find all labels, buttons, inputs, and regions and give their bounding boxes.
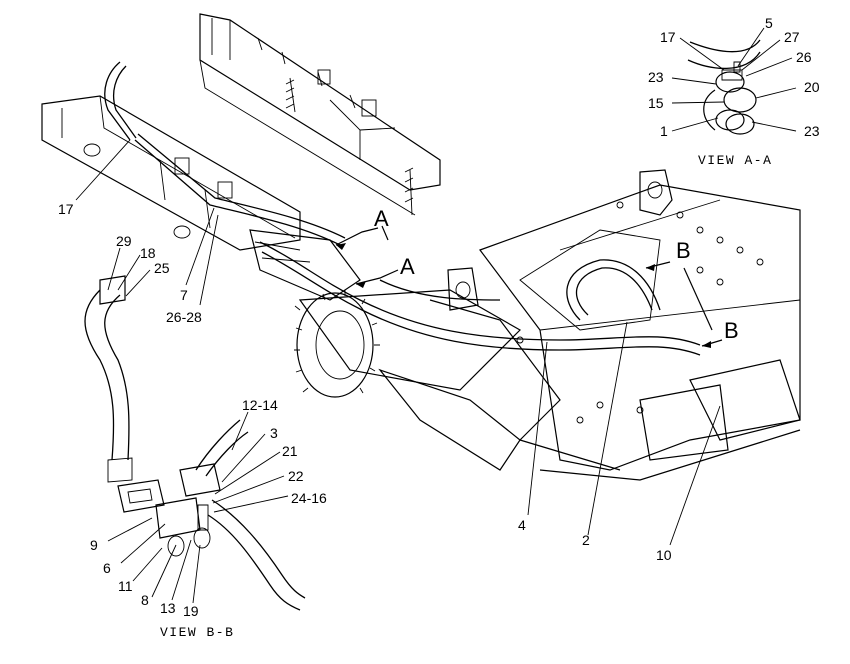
callout-24-16: 24-16 [291, 490, 327, 506]
callout-17: 17 [58, 201, 74, 217]
callout-7: 7 [180, 287, 188, 303]
callout-3: 3 [270, 425, 278, 441]
callout-9: 9 [90, 537, 98, 553]
section-arrows [335, 225, 723, 348]
caption-view-a-a: VIEW A-A [698, 153, 772, 168]
view-a-callout-26: 26 [796, 49, 812, 65]
callout-11: 11 [118, 578, 133, 594]
section-letters: A A B B [374, 206, 739, 343]
view-a-callout-23-top: 23 [648, 69, 664, 85]
callout-8: 8 [141, 592, 149, 608]
view-captions: VIEW A-A VIEW B-B [160, 153, 772, 640]
section-mark-a-upper: A [374, 206, 389, 231]
view-a-callout-17: 17 [660, 29, 676, 45]
callout-6: 6 [103, 560, 111, 576]
view-a-callout-20: 20 [804, 79, 820, 95]
swing-gear [294, 290, 380, 398]
view-a-callout-23-bottom: 23 [804, 123, 820, 139]
view-a-callout-5: 5 [765, 15, 773, 31]
callout-25: 25 [154, 260, 170, 276]
callout-29: 29 [116, 233, 132, 249]
leader-lines [75, 27, 797, 604]
section-mark-a-lower: A [400, 254, 415, 279]
callout-22: 22 [288, 468, 304, 484]
caption-view-b-b: VIEW B-B [160, 625, 234, 640]
callout-21: 21 [282, 443, 298, 459]
callout-10: 10 [656, 547, 672, 563]
callout-26-28: 26-28 [166, 309, 202, 325]
section-mark-b-lower: B [724, 318, 739, 343]
callout-13: 13 [160, 600, 176, 616]
section-mark-b-upper: B [676, 238, 691, 263]
callout-labels: 17 7 26-28 29 18 25 4 2 10 12-14 3 21 22… [58, 15, 820, 619]
view-a-callout-15: 15 [648, 95, 664, 111]
callout-4: 4 [518, 517, 526, 533]
callout-2: 2 [582, 532, 590, 548]
view-a-a-inset [687, 39, 761, 135]
view-a-callout-27: 27 [784, 29, 800, 45]
hydraulic-lines [104, 61, 701, 356]
callout-18: 18 [140, 245, 156, 261]
view-a-callout-1: 1 [660, 123, 668, 139]
deck-holes [516, 201, 764, 424]
callout-19: 19 [183, 603, 199, 619]
callout-12-14: 12-14 [242, 397, 278, 413]
view-b-b-inset [84, 275, 306, 611]
